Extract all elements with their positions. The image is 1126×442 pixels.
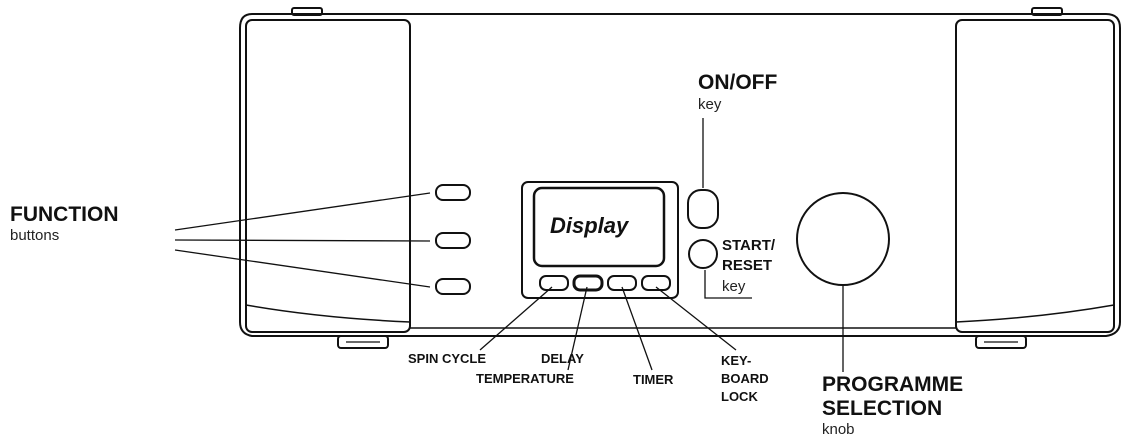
keyboard-lock-label-2: BOARD	[721, 371, 769, 386]
temperature-button[interactable]	[572, 274, 604, 292]
spin-cycle-leader	[479, 286, 553, 351]
panel-housing	[239, 13, 1121, 337]
on-off-title: ON/OFF	[698, 71, 778, 94]
keyboard-lock-label-1: KEY-	[721, 353, 752, 368]
start-reset-title-2: RESET	[722, 257, 773, 274]
keyboard-lock-leader	[655, 286, 737, 351]
right-side-section	[955, 19, 1115, 333]
display-housing	[521, 181, 679, 299]
delay-label: DELAY	[541, 351, 584, 366]
foot-right	[975, 335, 1027, 349]
timer-label: TIMER	[633, 372, 674, 387]
start-reset-title-1: START/	[722, 237, 776, 254]
function-leader-3	[174, 249, 431, 288]
right-side-curve	[955, 304, 1115, 323]
timer-leader	[621, 286, 653, 371]
temperature-leader	[567, 286, 588, 371]
function-leader-2	[174, 239, 431, 242]
start-reset-key[interactable]	[688, 239, 718, 269]
function-button-3[interactable]	[435, 278, 471, 295]
keyboard-lock-label-3: LOCK	[721, 389, 758, 404]
programme-title-2: SELECTION	[822, 397, 943, 420]
function-button-2[interactable]	[435, 232, 471, 249]
programme-title-1: PROGRAMME	[822, 373, 964, 396]
function-subtitle: buttons	[10, 227, 60, 244]
display-label: Display	[550, 213, 629, 238]
function-button-1[interactable]	[435, 184, 471, 201]
temperature-label: TEMPERATURE	[476, 371, 574, 386]
spin-cycle-button[interactable]	[539, 275, 569, 291]
start-reset-leader	[704, 270, 752, 299]
keyboard-lock-button[interactable]	[641, 275, 671, 291]
on-off-key[interactable]	[687, 189, 719, 229]
left-side-section	[245, 19, 411, 333]
left-side-curve	[245, 304, 411, 323]
timer-button[interactable]	[607, 275, 637, 291]
programme-subtitle: knob	[822, 421, 855, 438]
spin-cycle-label: SPIN CYCLE	[408, 351, 487, 366]
function-leader-1	[174, 192, 431, 231]
programme-selection-knob[interactable]	[796, 192, 890, 286]
display-screen	[532, 186, 666, 268]
start-reset-subtitle: key	[722, 278, 746, 295]
on-off-subtitle: key	[698, 96, 722, 113]
function-title: FUNCTION	[10, 203, 119, 226]
foot-left	[337, 335, 389, 349]
